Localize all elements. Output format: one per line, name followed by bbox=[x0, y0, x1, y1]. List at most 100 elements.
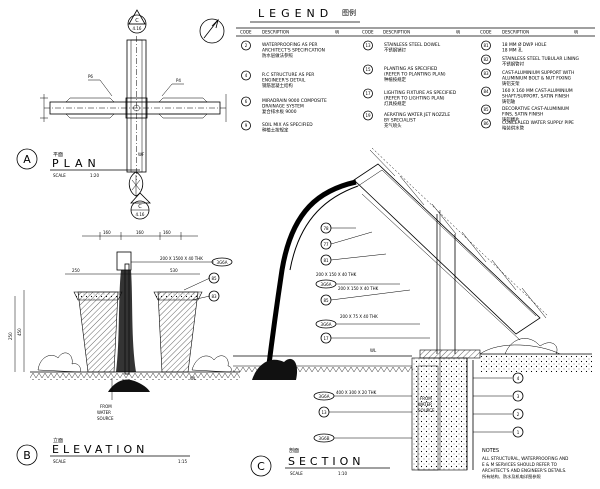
legend-description-line: PLANTING AS SPECIFIED bbox=[384, 66, 438, 72]
legend-description-line: MIRADRAIN 9000 COMPOSITE bbox=[262, 98, 327, 104]
legend-code: 83 bbox=[483, 71, 489, 76]
legend-code-badge bbox=[241, 120, 251, 131]
elevation-section-tag: C 4.16 bbox=[130, 192, 151, 220]
elevation-dim-top2: 530 bbox=[170, 268, 178, 273]
plan-tag-letter: C bbox=[135, 18, 139, 24]
legend-description-line: ALUMINIUM BOLT & NUT FIXING bbox=[502, 76, 572, 82]
section-code-81: 81 bbox=[323, 258, 329, 263]
elevation-tag-letter: C bbox=[138, 204, 142, 210]
legend-description-line: 种植按规定 bbox=[384, 76, 407, 83]
legend-code-badge bbox=[363, 40, 373, 51]
legend-description-line: SHAFT/SUPPORT, SATIN FINISH bbox=[502, 94, 569, 100]
section-wl: WL bbox=[370, 348, 377, 353]
plan-label-p6: P6 bbox=[88, 74, 93, 79]
legend-description-line: LIGHTING FIXTURE AS SPECIFIED bbox=[384, 90, 457, 96]
legend-header-desc-cn-3: 明 bbox=[574, 30, 578, 35]
legend-code: 86 bbox=[483, 121, 489, 126]
legend-header-code-3: CODE bbox=[480, 30, 492, 35]
elevation-tag-sheet: 4.16 bbox=[136, 212, 145, 217]
plan-label-wf: WF bbox=[138, 152, 145, 157]
elevation-letter: B bbox=[23, 449, 31, 462]
legend-description-line: DRAINAGE SYSTEM bbox=[262, 104, 304, 110]
legend-header-desc-2: DESCRIPTION bbox=[383, 30, 410, 35]
legend-code-badge bbox=[481, 104, 491, 115]
section-ref-2: 3G6A bbox=[321, 322, 332, 327]
legend-header-desc-1: DESCRIPTION bbox=[262, 30, 289, 35]
plan-title: PLAN bbox=[52, 157, 101, 170]
legend-description-line: FINS, SATIN FINISH bbox=[502, 112, 543, 118]
notes-line-3: ARCHITECT'S AND ENGINEER'S DETAILS. bbox=[482, 468, 567, 473]
elevation-title-block: B 立面 ELEVATION SCALE 1:15 bbox=[16, 437, 190, 466]
legend-header-desc-3: DESCRIPTION bbox=[502, 30, 529, 35]
legend-code: 84 bbox=[483, 89, 489, 94]
elevation-scale-label: SCALE bbox=[53, 459, 66, 464]
legend-description-line: (REFER TO LIGHTING PLAN) bbox=[384, 96, 445, 102]
legend-code-badge bbox=[363, 110, 373, 121]
legend-description-line: STAINLESS STEEL DOWEL bbox=[384, 42, 441, 48]
legend-description-line: CONCEALED WATER SUPPLY PIPE bbox=[502, 120, 574, 126]
section-code-17: 17 bbox=[323, 336, 329, 341]
legend-code: 15 bbox=[365, 67, 371, 72]
plan-letter: A bbox=[23, 153, 31, 166]
legend-code: 6 bbox=[245, 99, 248, 104]
notes-line-4: 所有结构、防水及机电详图参照 bbox=[482, 473, 541, 480]
plan-title-cn: 平面 bbox=[53, 152, 63, 158]
legend-description-line: BY SPECIALIST bbox=[384, 118, 416, 124]
section-title-block: C 剖面 SECTION SCALE 1:10 bbox=[250, 447, 390, 477]
plan-label-p4: P4 bbox=[176, 78, 181, 83]
legend-title-cn: 图例 bbox=[342, 8, 356, 17]
legend-description-line: 铸铝鳍片 bbox=[502, 116, 520, 123]
elevation-box-label: 200 X 1500 X 40 THK bbox=[160, 256, 203, 261]
elevation-code-85: 85 bbox=[211, 276, 217, 281]
north-arrow-icon bbox=[199, 18, 225, 44]
elevation-dim-top-1: 160 bbox=[103, 230, 111, 235]
elevation-title: ELEVATION bbox=[52, 443, 148, 456]
section-left-callouts: 78 77 81 200 X 150 X 40 THK 3G6A 200 X 1… bbox=[313, 222, 430, 443]
section-label-1: 200 X 150 X 40 THK bbox=[316, 272, 357, 277]
notes-title: NOTES bbox=[482, 448, 499, 454]
legend-code-badge bbox=[241, 70, 251, 81]
section-source-2: WATER bbox=[418, 402, 432, 407]
legend-code: 17 bbox=[365, 91, 371, 96]
legend-description-line: 不锈钢销钉 bbox=[384, 47, 407, 54]
section-source-1: FROM bbox=[420, 396, 432, 401]
section-code-85: 85 bbox=[323, 298, 329, 303]
elevation-dim-top-3: 160 bbox=[163, 230, 171, 235]
legend-description-line: R.C STRUCTURE AS PER bbox=[262, 72, 314, 78]
notes-line-1: ALL STRUCTURAL, WATERPROOFING AND bbox=[482, 456, 568, 461]
legend-code: 85 bbox=[483, 107, 489, 112]
elevation-dim-top-2: 160 bbox=[136, 230, 144, 235]
section-source-3: SOURCE bbox=[418, 408, 435, 413]
elevation-code-83: 83 bbox=[211, 294, 217, 299]
legend-header-desc-cn-2: 明 bbox=[456, 30, 460, 35]
legend-description-line: 不锈钢管衬 bbox=[502, 61, 525, 68]
legend-code-badge bbox=[481, 40, 491, 51]
section-ref-1: 3G6A bbox=[321, 282, 332, 287]
legend-description-line: ARCHITECT'S SPECIFICATION bbox=[262, 48, 325, 54]
section-title: SECTION bbox=[288, 455, 364, 468]
section-label-4: 400 X 300 X 20 THK bbox=[336, 390, 377, 395]
legend-description-line: 暗装供水管 bbox=[502, 125, 525, 132]
legend-code-badge bbox=[481, 54, 491, 65]
plan-title-block: A 平面 PLAN SCALE 1:20 bbox=[16, 148, 140, 178]
legend-code-badge bbox=[481, 118, 491, 129]
elevation-view: C 4.16 160 160 160 250 530 250 450 bbox=[8, 192, 240, 466]
elevation-dim-left-1: 250 bbox=[8, 332, 13, 340]
section-code-3: 3 bbox=[517, 394, 520, 399]
section-letter: C bbox=[257, 460, 265, 473]
plan-scale-label: SCALE bbox=[53, 173, 66, 178]
elevation-dim-left-2: 450 bbox=[17, 328, 22, 336]
legend-code-badge bbox=[481, 68, 491, 79]
section-code-1: 1 bbox=[517, 430, 520, 435]
legend-description-line: 钢筋混凝土结构 bbox=[262, 82, 293, 89]
section-code-2: 2 bbox=[517, 412, 520, 417]
section-scale-label: SCALE bbox=[290, 471, 303, 476]
legend-description-line: 复合排水板 9000 bbox=[262, 108, 297, 115]
legend-code-badge bbox=[241, 96, 251, 107]
plan-view: C 4.16 P6 P4 WF bbox=[16, 9, 227, 197]
elevation-scale: 1:15 bbox=[178, 459, 187, 464]
legend-code-badge bbox=[363, 88, 373, 99]
section-scale: 1:10 bbox=[338, 471, 347, 476]
legend-code: 19 bbox=[365, 113, 371, 118]
legend-code-badge bbox=[481, 86, 491, 97]
